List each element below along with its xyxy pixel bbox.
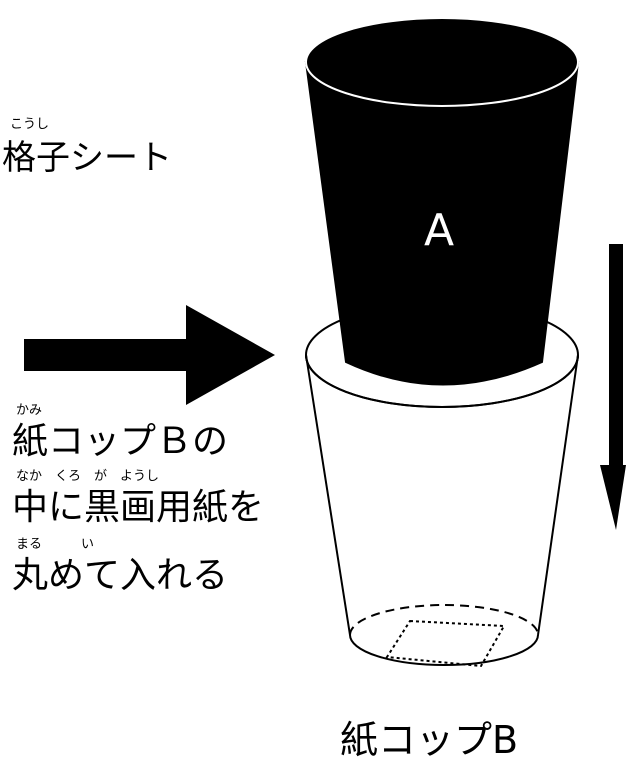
right-arrow-icon [24, 305, 275, 405]
instruction-line3-ruby: まる い [16, 537, 95, 552]
cup-b-bottom-front [349, 634, 539, 666]
instruction-line1: 紙コップＢの [12, 421, 229, 462]
cup-b-bottom-back [349, 604, 539, 636]
cup-a-label: A [424, 205, 455, 256]
down-arrow-icon [600, 244, 626, 530]
instruction-line1-ruby: かみ [16, 403, 43, 418]
instruction-line2: 中に黒画用紙を [12, 487, 265, 528]
paper-cup-a [304, 17, 580, 386]
instruction-line3: 丸めて入れる [12, 555, 229, 596]
grid-sheet-label: 格子シート [2, 138, 172, 178]
paper-cup-b [305, 302, 579, 668]
instruction-line2-ruby: なか くろ が ようし [16, 469, 160, 484]
cup-b-caption: 紙コップB [340, 718, 519, 762]
grid-sheet-ruby: こうし [10, 117, 50, 132]
grid-sheet-square [385, 619, 506, 668]
